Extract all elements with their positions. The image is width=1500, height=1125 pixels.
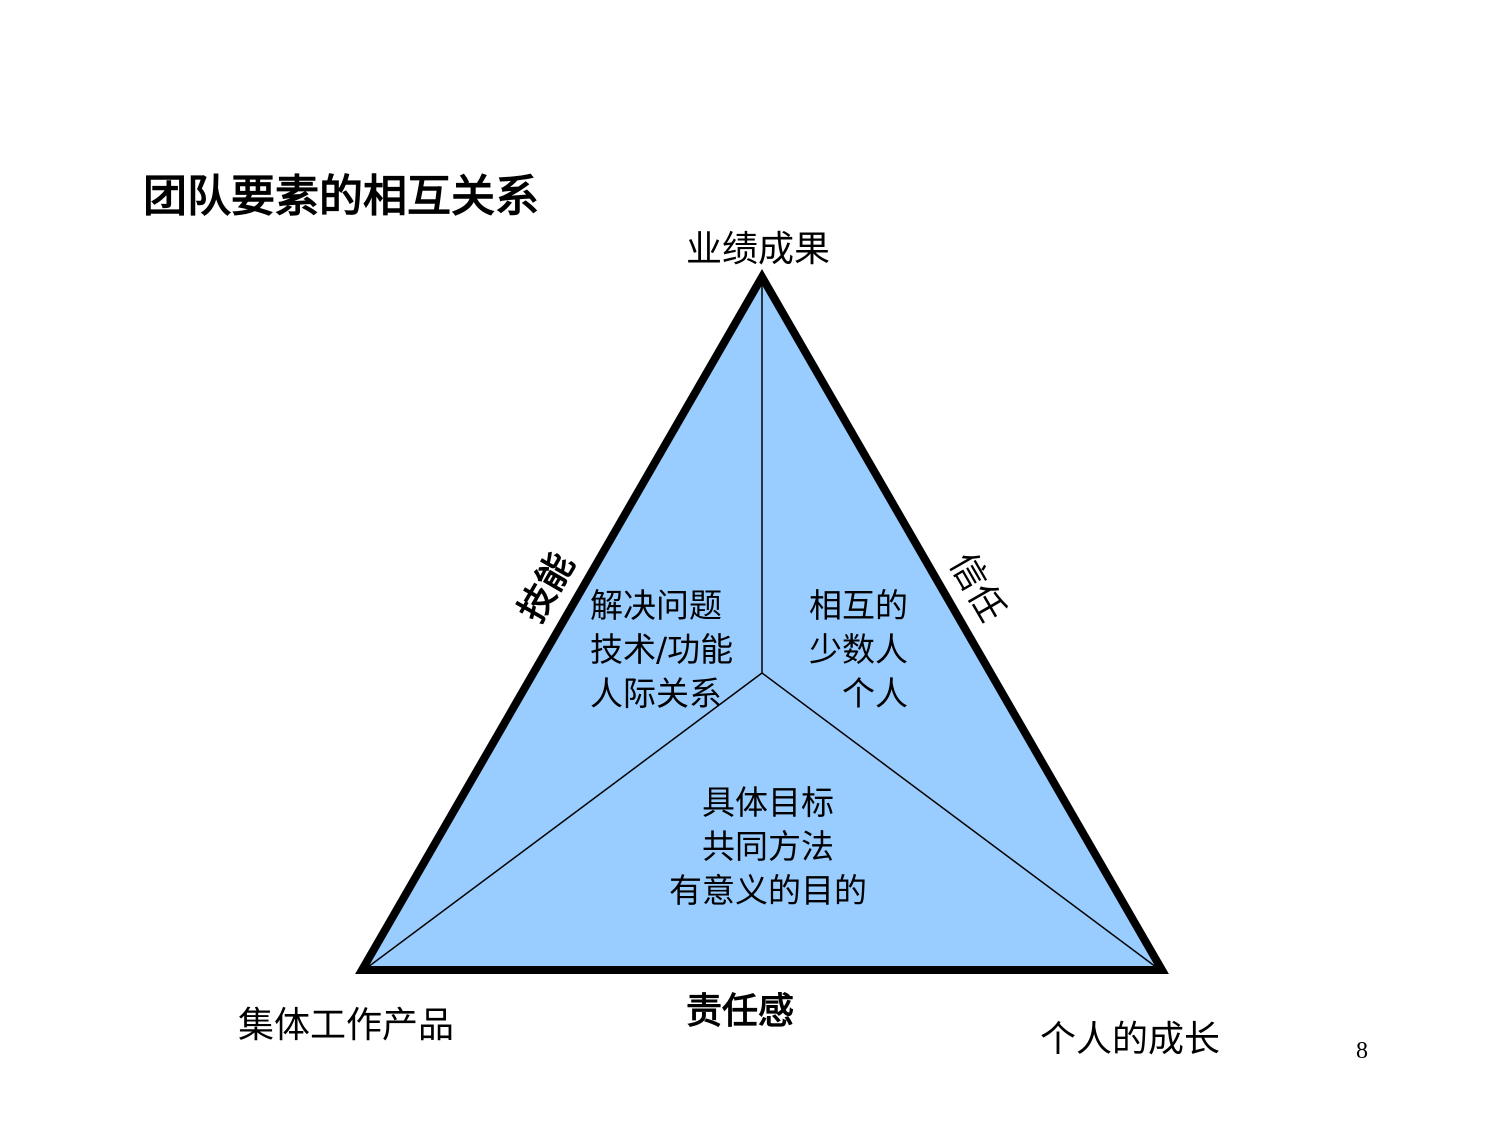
side-bottom-label: 责任感 — [686, 991, 795, 1032]
region-left-line: 解决问题 — [590, 586, 722, 625]
region-right-text: 相互的 少数人 个人 — [809, 584, 908, 716]
page-number: 8 — [1356, 1038, 1368, 1064]
region-bottom-text: 具体目标 共同方法 有意义的目的 — [568, 781, 968, 913]
divider-left — [367, 672, 763, 968]
region-right-line: 少数人 — [809, 630, 908, 669]
region-right-line: 个人 — [842, 674, 908, 713]
region-bottom-line: 有意义的目的 — [669, 871, 867, 910]
region-left-line: 技术/功能 — [590, 630, 734, 669]
vertex-bottom-right-label: 个人的成长 — [1040, 1019, 1221, 1060]
vertex-top-label: 业绩成果 — [686, 229, 831, 270]
region-bottom-line: 具体目标 — [702, 783, 834, 822]
vertex-bottom-left-label: 集体工作产品 — [238, 1005, 455, 1046]
slide-title: 团队要素的相互关系 — [143, 171, 539, 222]
region-bottom-line: 共同方法 — [702, 827, 834, 866]
region-left-line: 人际关系 — [590, 674, 722, 713]
region-right-line: 相互的 — [809, 586, 908, 625]
divider-right — [761, 672, 1157, 968]
region-left-text: 解决问题 技术/功能 人际关系 — [590, 584, 733, 716]
